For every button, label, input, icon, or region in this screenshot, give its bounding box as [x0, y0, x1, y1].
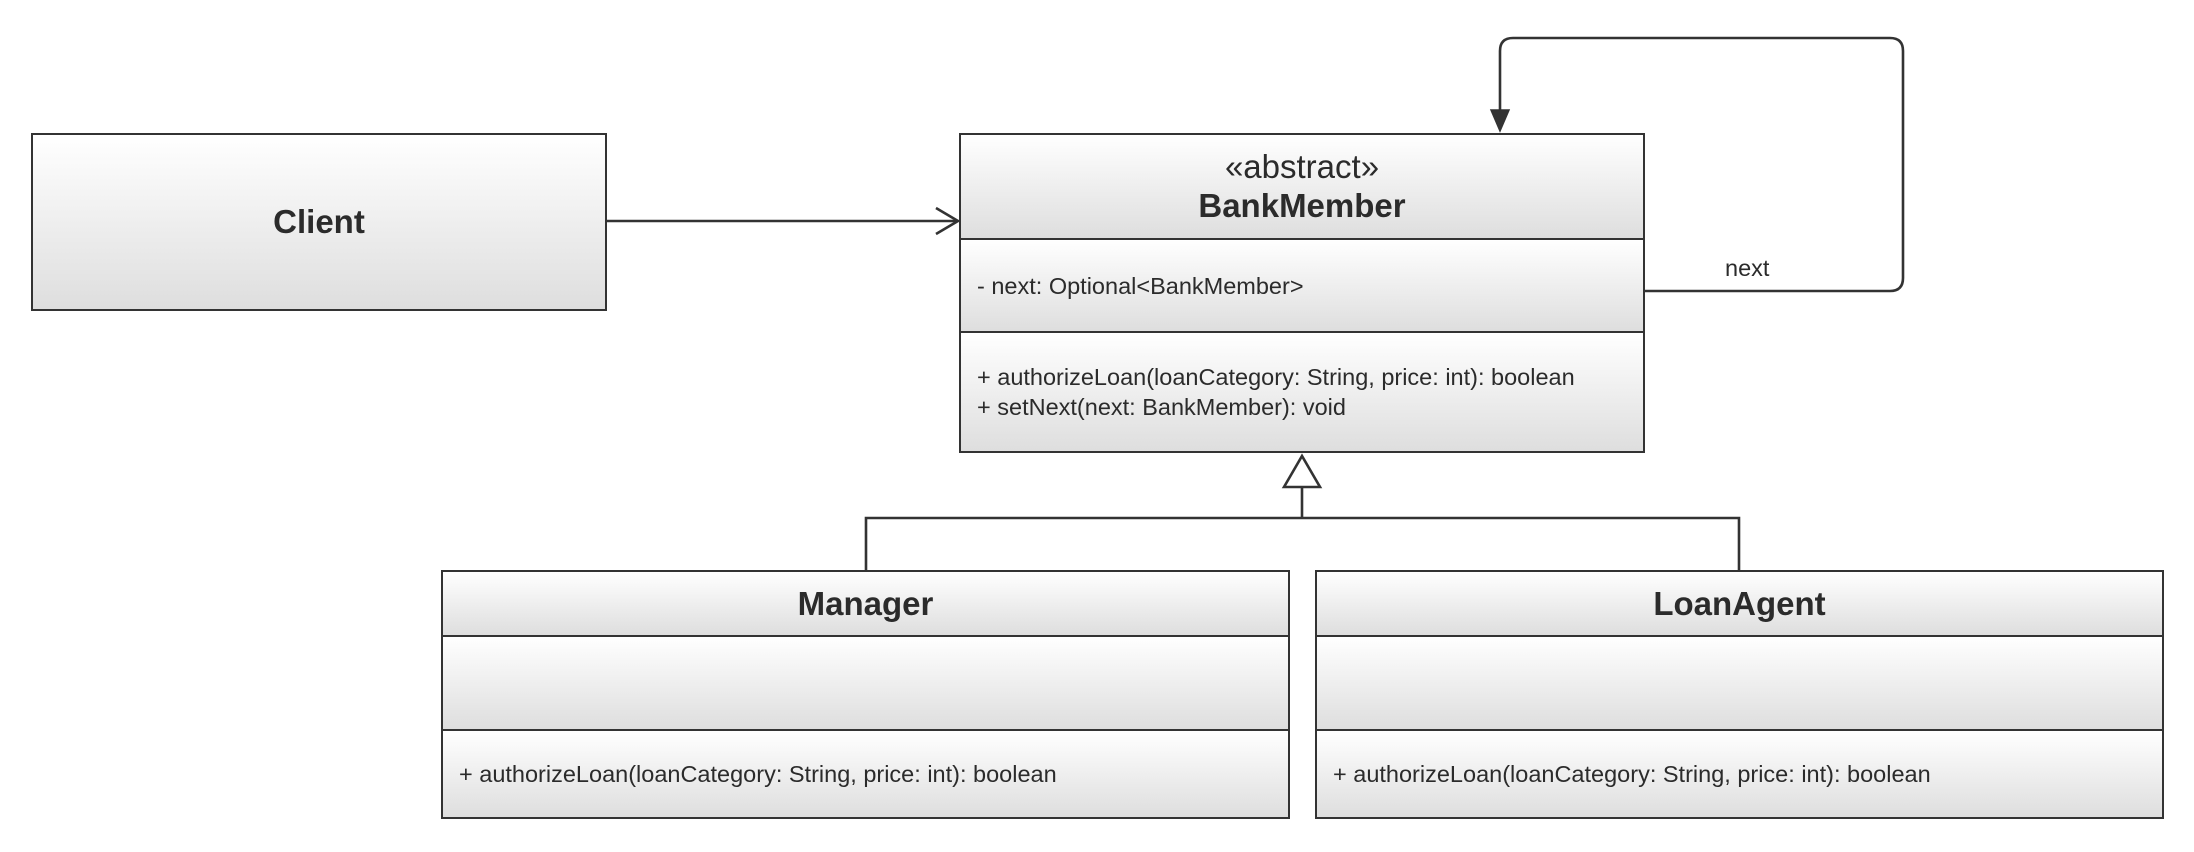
loanagent-attributes-compartment — [1317, 635, 2162, 729]
manager-operations-compartment: + authorizeLoan(loanCategory: String, pr… — [443, 729, 1288, 817]
manager-class[interactable]: Manager + authorizeLoan(loanCategory: St… — [441, 570, 1290, 819]
loanagent-name-compartment: LoanAgent — [1317, 572, 2162, 635]
bankmember-attributes-compartment: - next: Optional<BankMember> — [961, 238, 1643, 331]
manager-operation-authorize-loan: + authorizeLoan(loanCategory: String, pr… — [459, 761, 1057, 787]
self-association-label: next — [1725, 255, 1770, 281]
bankmember-operations-compartment: + authorizeLoan(loanCategory: String, pr… — [961, 331, 1643, 451]
loanagent-operations-compartment: + authorizeLoan(loanCategory: String, pr… — [1317, 729, 2162, 817]
bankmember-class-name: BankMember — [1198, 186, 1406, 224]
bankmember-stereotype: «abstract» — [1224, 147, 1380, 185]
bankmember-class[interactable]: «abstract» BankMember - next: Optional<B… — [959, 133, 1645, 453]
bankmember-self-association — [1498, 36, 1905, 293]
loanagent-class[interactable]: LoanAgent + authorizeLoan(loanCategory: … — [1315, 570, 2164, 819]
bankmember-operation-authorize-loan: + authorizeLoan(loanCategory: String, pr… — [977, 364, 1575, 390]
client-class-name: Client — [273, 203, 365, 240]
bankmember-operation-set-next: + setNext(next: BankMember): void — [977, 394, 1346, 420]
client-class[interactable]: Client — [31, 133, 607, 311]
manager-class-name: Manager — [797, 584, 934, 622]
loanagent-operation-authorize-loan: + authorizeLoan(loanCategory: String, pr… — [1333, 761, 1931, 787]
manager-name-compartment: Manager — [443, 572, 1288, 635]
generalization-triangle — [1281, 453, 1323, 489]
self-association-arrowhead — [1489, 109, 1511, 133]
loanagent-class-name: LoanAgent — [1653, 584, 1826, 622]
bankmember-attribute-next: - next: Optional<BankMember> — [977, 272, 1304, 299]
client-to-bankmember-association — [607, 206, 961, 236]
generalization-lines — [864, 487, 1741, 571]
manager-attributes-compartment — [443, 635, 1288, 729]
bankmember-name-compartment: «abstract» BankMember — [961, 135, 1643, 238]
